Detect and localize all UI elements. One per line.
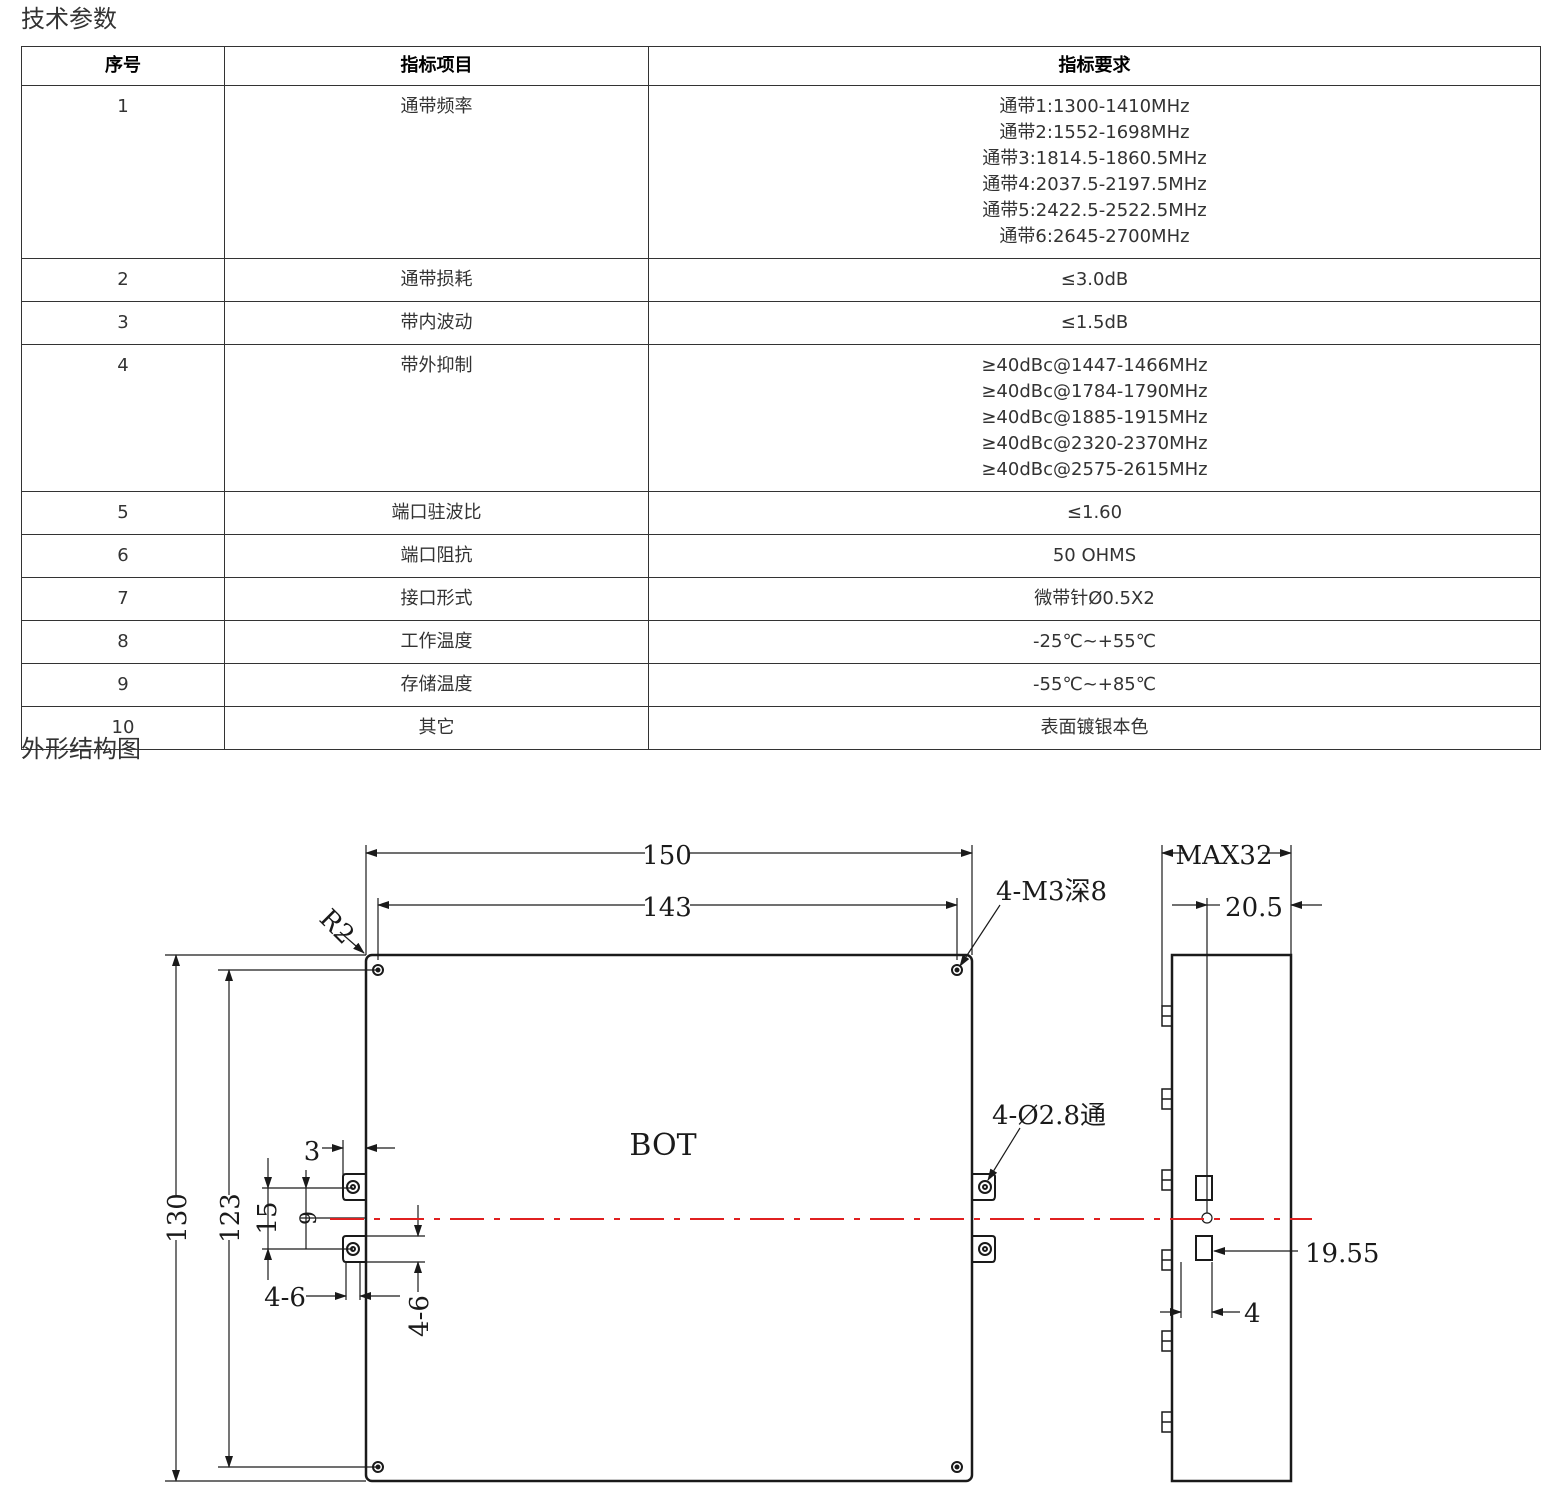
cell-index: 6 <box>21 534 225 578</box>
dim-4: 4 <box>1244 1299 1261 1329</box>
cell-index: 8 <box>21 620 225 664</box>
cell-requirement: ≤3.0dB <box>648 258 1541 302</box>
dim-max32: MAX32 <box>1176 841 1273 871</box>
dim-15: 15 <box>253 1201 283 1234</box>
cell-requirement: ≥40dBc@1447-1466MHz ≥40dBc@1784-1790MHz ≥4… <box>648 344 1541 492</box>
requirement-line: ≥40dBc@2575-2615MHz <box>981 459 1208 480</box>
requirement-line: ≥40dBc@1885-1915MHz <box>981 407 1208 428</box>
requirement-line: 通带6:2645-2700MHz <box>999 226 1190 247</box>
cell-item: 其它 <box>224 706 649 750</box>
requirement-line: -25℃~+55℃ <box>1033 631 1156 652</box>
dim-130: 130 <box>163 1193 193 1243</box>
requirement-line: 通带5:2422.5-2522.5MHz <box>982 200 1207 221</box>
header-requirement: 指标要求 <box>648 46 1541 86</box>
dim-123: 123 <box>216 1193 246 1243</box>
requirement-line: 通带3:1814.5-1860.5MHz <box>982 148 1207 169</box>
requirement-line: 表面镀银本色 <box>1040 717 1149 738</box>
requirement-line: ≥40dBc@2320-2370MHz <box>981 433 1208 454</box>
dim-4-6-horizontal: 4-6 <box>264 1283 306 1313</box>
dim-20-5: 20.5 <box>1225 893 1283 923</box>
cell-requirement: ≤1.5dB <box>648 301 1541 345</box>
cell-item: 存储温度 <box>224 663 649 707</box>
requirement-line: ≤3.0dB <box>1060 269 1129 290</box>
header-item: 指标项目 <box>224 46 649 86</box>
dim-19-55: 19.55 <box>1305 1239 1379 1269</box>
label-through-holes: 4-Ø2.8通 <box>992 1101 1106 1131</box>
cell-index: 7 <box>21 577 225 621</box>
section-title-specs: 技术参数 <box>21 5 117 33</box>
requirement-line: 50 OHMS <box>1052 545 1137 566</box>
label-bottom: BOT <box>629 1128 696 1163</box>
header-index: 序号 <box>21 46 225 86</box>
section-title-outline: 外形结构图 <box>21 735 141 763</box>
cell-requirement: ≤1.60 <box>648 491 1541 535</box>
requirement-line: ≤1.5dB <box>1060 312 1129 333</box>
label-tapped-holes: 4-M3深8 <box>996 877 1107 907</box>
cell-item: 通带频率 <box>224 85 649 259</box>
requirement-line: 微带针Ø0.5X2 <box>1034 588 1155 609</box>
cell-requirement: 微带针Ø0.5X2 <box>648 577 1541 621</box>
cell-requirement: 50 OHMS <box>648 534 1541 578</box>
cell-requirement: 通带1:1300-1410MHz 通带2:1552-1698MHz 通带3:1814… <box>648 85 1541 259</box>
table-header-row: 序号 指标项目 指标要求 <box>21 46 1541 86</box>
requirement-line: ≥40dBc@1784-1790MHz <box>981 381 1208 402</box>
cell-requirement: -55℃~+85℃ <box>648 663 1541 707</box>
dim-9: 9 <box>297 1211 322 1225</box>
requirement-line: 通带1:1300-1410MHz <box>999 96 1190 117</box>
requirement-line: ≤1.60 <box>1066 502 1123 523</box>
cell-index: 4 <box>21 344 225 492</box>
requirement-line: ≥40dBc@1447-1466MHz <box>981 355 1208 376</box>
dim-143: 143 <box>642 893 692 923</box>
cell-requirement: 表面镀银本色 <box>648 706 1541 750</box>
cell-item: 通带损耗 <box>224 258 649 302</box>
cell-item: 接口形式 <box>224 577 649 621</box>
cell-index: 3 <box>21 301 225 345</box>
cell-requirement: -25℃~+55℃ <box>648 620 1541 664</box>
dim-3: 3 <box>304 1137 321 1167</box>
requirement-line: 通带4:2037.5-2197.5MHz <box>982 174 1207 195</box>
requirement-line: 通带2:1552-1698MHz <box>999 122 1190 143</box>
cell-item: 端口阻抗 <box>224 534 649 578</box>
dim-4-6-vertical: 4-6 <box>405 1295 435 1337</box>
requirement-line: -55℃~+85℃ <box>1033 674 1156 695</box>
cell-item: 带外抑制 <box>224 344 649 492</box>
dim-150: 150 <box>642 841 692 871</box>
